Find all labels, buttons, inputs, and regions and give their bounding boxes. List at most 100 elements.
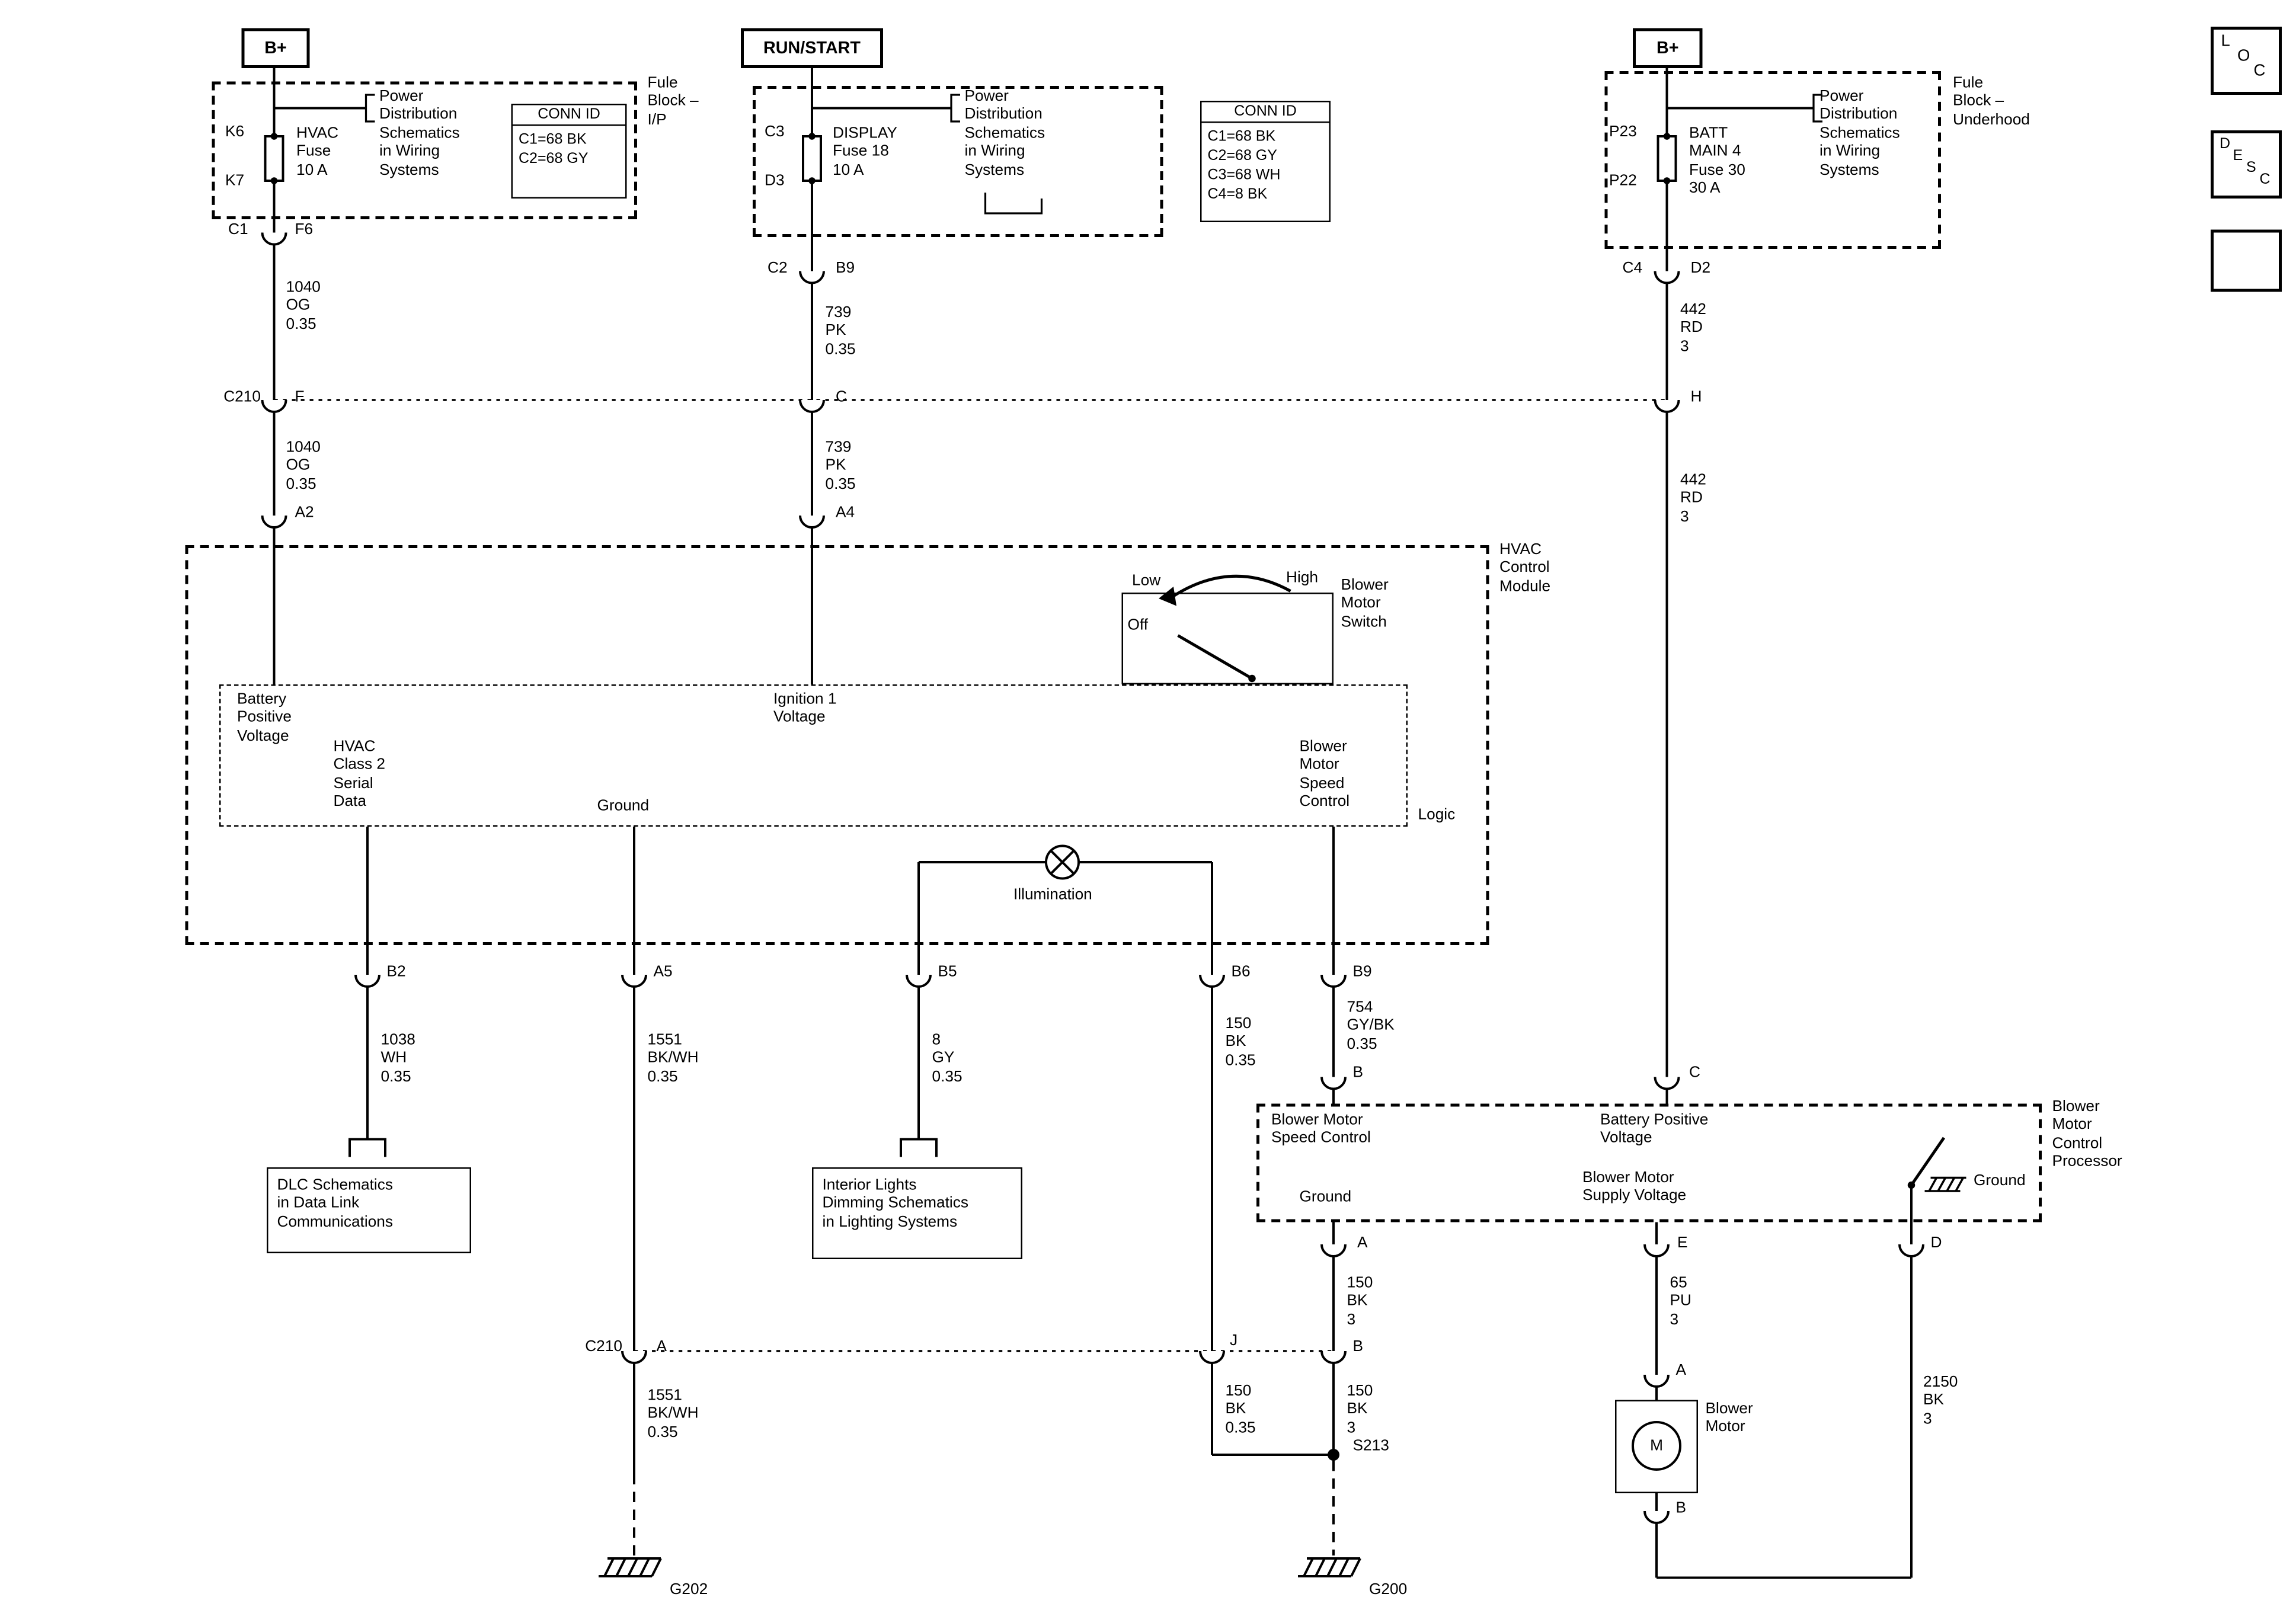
pin-c3-label: C3 <box>765 123 785 141</box>
cup-b-lower <box>1320 1350 1347 1364</box>
connector-cups <box>261 232 1924 1524</box>
cup-a2 <box>261 515 287 529</box>
cup-a5 <box>621 974 647 988</box>
connector-a4-label: A4 <box>836 504 855 521</box>
loc-letter: C <box>2253 62 2266 80</box>
connector-b2-label: B2 <box>386 963 406 981</box>
conn-id-left-rows: C1=68 BK C2=68 GY <box>519 132 589 168</box>
pin-p22-label: P22 <box>1609 172 1637 190</box>
conn-id-center-rows: C1=68 BK C2=68 GY C3=68 WH C4=8 BK <box>1207 129 1281 203</box>
bracket-ref-right <box>1812 94 1822 123</box>
ref-power-distribution-left: Power Distribution Schematics in Wiring … <box>379 87 460 179</box>
blower-motor-switch-label: Blower Motor Switch <box>1341 576 1389 631</box>
power-source-b-plus-left: B+ <box>241 28 310 68</box>
cup-c4-d2 <box>1654 271 1680 284</box>
pin-battery-positive-voltage: Battery Positive Voltage <box>237 690 292 745</box>
bracket-ref-left <box>364 94 375 123</box>
fuse-block-underhood-name: Fule Block – Underhood <box>1953 74 2030 129</box>
wire-label-442-rd-upper: 442 RD 3 <box>1680 300 1706 356</box>
desc-letter: D <box>2220 136 2231 153</box>
wire-label-150-bk-lower: 150 BK 0.35 <box>1225 1382 1256 1437</box>
wire-label-65-pu: 65 PU 3 <box>1670 1274 1691 1329</box>
connector-f-label: F <box>295 388 305 406</box>
switch-arc-arrowhead <box>1159 587 1176 606</box>
connector-c210-label-bottom: C210 <box>585 1337 622 1356</box>
desc-letter: C <box>2259 172 2271 188</box>
proc-pin-supply-voltage: Blower Motor Supply Voltage <box>1582 1169 1687 1205</box>
fuse-symbols <box>264 135 1677 182</box>
forward-button[interactable] <box>2211 229 2282 292</box>
dlc-connector-stub <box>348 1138 386 1157</box>
wire-label-1551-bkwh-lower: 1551 BK/WH 0.35 <box>647 1387 699 1441</box>
connector-j-label: J <box>1230 1331 1238 1350</box>
cup-proc-a <box>1320 1244 1347 1257</box>
connector-h-label: H <box>1690 388 1702 406</box>
proc-pin-battery-positive: Battery Positive Voltage <box>1600 1111 1709 1147</box>
cup-c1-f6 <box>261 232 287 246</box>
switch-lever <box>1177 634 1253 680</box>
cup-b6 <box>1199 974 1225 988</box>
wire-label-442-rd-lower: 442 RD 3 <box>1680 471 1706 526</box>
connector-motor-a-label: A <box>1675 1361 1687 1379</box>
connector-c1-label: C1 <box>228 220 248 239</box>
power-source-run-start: RUN/START <box>741 28 883 68</box>
connector-b5-label: B5 <box>938 963 957 981</box>
junction-dots <box>270 133 1916 1461</box>
desc-letter: E <box>2233 148 2243 165</box>
connector-d-proc-label: D <box>1930 1234 1942 1252</box>
loc-button[interactable]: L O C <box>2211 27 2282 95</box>
interior-lights-text: Interior Lights Dimming Schematics in Li… <box>822 1176 969 1231</box>
blower-motor-outline <box>1615 1400 1698 1493</box>
cup-motor-a <box>1643 1374 1670 1388</box>
switch-off-label: Off <box>1127 616 1149 634</box>
switch-high-label: High <box>1286 569 1319 587</box>
fuse-block-underhood-outline <box>1604 71 1941 249</box>
cup-c210-f <box>261 399 287 413</box>
dlc-schematics-box: DLC Schematics in Data Link Communicatio… <box>267 1167 471 1253</box>
cup-motor-b <box>1643 1510 1670 1524</box>
connector-a5-label: A5 <box>653 963 673 981</box>
bracket-ref-center-under <box>984 193 1043 215</box>
blower-motor-processor-outline <box>1256 1103 2042 1222</box>
connector-c2-label: C2 <box>768 259 788 277</box>
interior-lights-box: Interior Lights Dimming Schematics in Li… <box>812 1167 1022 1259</box>
pin-ground: Ground <box>597 797 650 815</box>
pin-k6-label: K6 <box>225 123 245 141</box>
connector-b9-label: B9 <box>1352 963 1372 981</box>
connector-a-proc-label: A <box>1357 1234 1368 1252</box>
hvac-module-title: HVAC Control Module <box>1499 540 1551 596</box>
connector-a2-label: A2 <box>295 504 314 521</box>
bracket-ref-center <box>950 94 960 123</box>
wire-label-150-bk-upper: 150 BK 0.35 <box>1225 1014 1256 1070</box>
fuse-block-ip-name: Fule Block – I/P <box>647 74 699 129</box>
connector-b-proc-in-label: B <box>1352 1064 1364 1081</box>
desc-button[interactable]: D E S C <box>2211 130 2282 199</box>
cup-c210-c <box>799 399 825 413</box>
motor-m-symbol: M <box>1650 1436 1663 1455</box>
wire-label-1040-og-lower: 1040 OG 0.35 <box>286 438 321 493</box>
fuse-hvac-symbol <box>264 135 284 182</box>
illumination-lamp-icon <box>1045 844 1080 880</box>
cup-c2-b9 <box>799 271 825 284</box>
connector-c4-label: C4 <box>1622 259 1643 277</box>
cup-j <box>1199 1350 1225 1364</box>
pin-p23-label: P23 <box>1609 123 1637 141</box>
connector-e-proc-label: E <box>1677 1234 1688 1252</box>
cup-c210-h <box>1654 399 1680 413</box>
cup-proc-b <box>1320 1077 1347 1090</box>
pin-blower-motor-speed-control: Blower Motor Speed Control <box>1299 738 1350 811</box>
pin-ignition-1-voltage: Ignition 1 Voltage <box>773 690 837 726</box>
power-source-right-label: B+ <box>1656 39 1679 57</box>
connector-d2-label: D2 <box>1690 259 1711 277</box>
motor-circle-icon <box>1632 1421 1681 1471</box>
fuse-batt-main-label: BATT MAIN 4 Fuse 30 30 A <box>1689 124 1745 197</box>
fuse-batt-main-symbol <box>1657 135 1677 182</box>
pin-d3-label: D3 <box>765 172 785 190</box>
connector-motor-b-label: B <box>1675 1499 1687 1517</box>
fuse-display-label: DISPLAY Fuse 18 10 A <box>833 124 897 179</box>
proc-pin-speed-control: Blower Motor Speed Control <box>1271 1111 1371 1147</box>
wire-label-739-pk-lower: 739 PK 0.35 <box>825 438 856 493</box>
fuse-block-center-outline <box>753 86 1163 237</box>
conn-id-table-left: CONN ID C1=68 BK C2=68 GY <box>511 104 627 199</box>
